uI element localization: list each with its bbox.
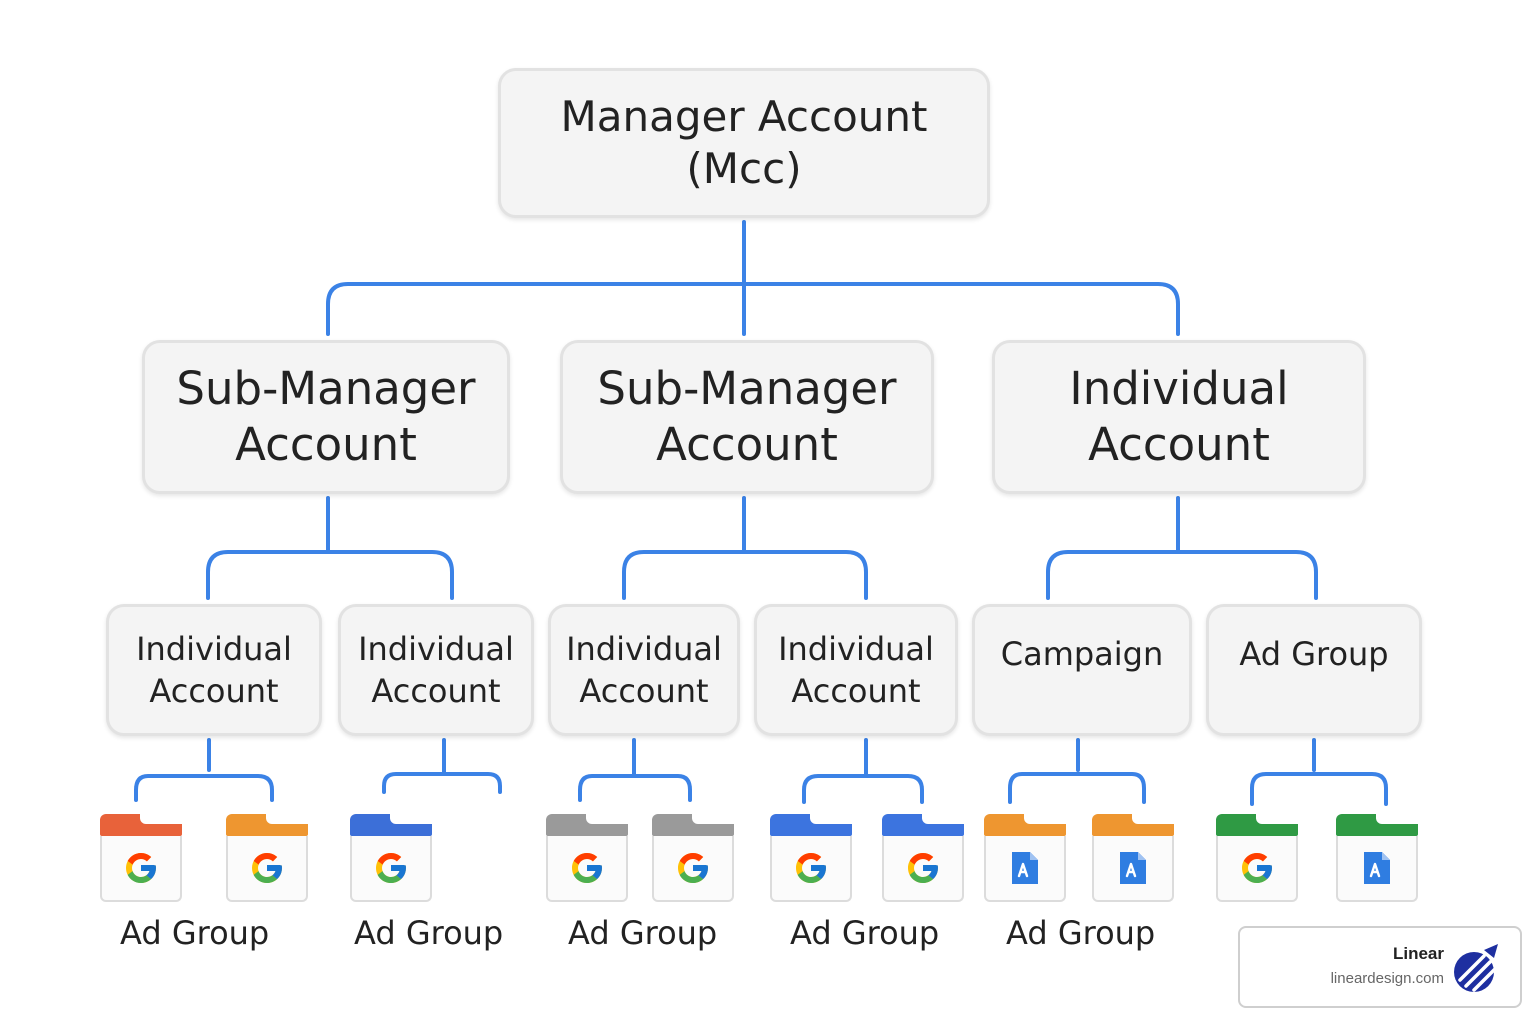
sub-manager-account-label: Sub-Manager Account [597,362,897,471]
folder-notch [1256,814,1298,824]
individual-account-label: Individual Account [1069,362,1289,471]
sub-manager-account-label: Sub-Manager Account [176,362,476,471]
folder-icon [546,814,628,904]
ad-group-caption: Ad Group [790,914,940,952]
linear-logo-icon [1454,944,1498,992]
ad-group-caption: Ad Group [1006,914,1156,952]
individual-account-node: Individual Account [992,340,1366,494]
folder-icon [652,814,734,904]
folder-notch [692,814,734,824]
blue-document-icon [1010,850,1040,886]
folder-icon [350,814,432,904]
individual-account-leaf-label: Individual Account [136,630,292,710]
connector-root-to-level2 [326,220,1180,336]
individual-account-leaf-2: Individual Account [338,604,534,736]
folder-icon [226,814,308,904]
folder-icon [984,814,1066,904]
ad-group-caption: Ad Group [354,914,504,952]
folder-icon [770,814,852,904]
folder-icon [882,814,964,904]
folder-notch [390,814,432,824]
google-g-icon [373,850,409,886]
google-g-icon [1239,850,1275,886]
google-g-icon [249,850,285,886]
folder-body [226,836,308,902]
folder-notch [266,814,308,824]
ad-group-caption: Ad Group [568,914,718,952]
ad-group-caption: Ad Group [120,914,270,952]
connector-account2-to-folders [382,738,502,794]
folder-body [1216,836,1298,902]
folder-body [1336,836,1418,902]
google-g-icon [123,850,159,886]
sub-manager-account-node-1: Sub-Manager Account [142,340,510,494]
folder-body [1092,836,1174,902]
folder-notch [1132,814,1174,824]
ad-group-label: Ad Group [1239,635,1389,673]
connector-account4-to-folders [802,738,924,804]
connector-submanager2-to-accounts [622,496,868,600]
campaign-node: Campaign [972,604,1192,736]
manager-account-node: Manager Account (Mcc) [498,68,990,218]
connector-account3-to-folders [578,738,692,802]
google-g-icon [675,850,711,886]
blue-document-icon [1362,850,1392,886]
connector-account1-to-folders [134,738,274,802]
folder-icon [100,814,182,904]
individual-account-leaf-label: Individual Account [778,630,934,710]
folder-body [984,836,1066,902]
folder-body [546,836,628,902]
campaign-label: Campaign [1000,635,1164,673]
folder-notch [1024,814,1066,824]
folder-notch [810,814,852,824]
google-g-icon [793,850,829,886]
connector-submanager1-to-accounts [206,496,454,600]
individual-account-leaf-4: Individual Account [754,604,958,736]
individual-account-leaf-label: Individual Account [358,630,514,710]
folder-body [100,836,182,902]
folder-body [652,836,734,902]
sub-manager-account-node-2: Sub-Manager Account [560,340,934,494]
folder-notch [1376,814,1418,824]
manager-account-label: Manager Account (Mcc) [560,92,928,193]
folder-body [770,836,852,902]
folder-notch [140,814,182,824]
individual-account-leaf-3: Individual Account [548,604,740,736]
connector-individual-to-campaign-adgroup [1046,496,1318,600]
folder-icon [1216,814,1298,904]
watermark-url: lineardesign.com [1330,970,1444,987]
folder-icon [1092,814,1174,904]
folder-icon [1336,814,1418,904]
connector-adgroup-to-folders [1250,738,1388,806]
google-g-icon [569,850,605,886]
google-g-icon [905,850,941,886]
individual-account-leaf-1: Individual Account [106,604,322,736]
individual-account-leaf-label: Individual Account [566,630,722,710]
folder-notch [922,814,964,824]
linear-watermark: Linear lineardesign.com [1238,926,1522,1008]
connector-campaign-to-folders [1008,738,1146,804]
folder-body [350,836,432,902]
watermark-name: Linear [1392,944,1444,963]
folder-body [882,836,964,902]
blue-document-icon [1118,850,1148,886]
ad-group-node: Ad Group [1206,604,1422,736]
folder-notch [586,814,628,824]
